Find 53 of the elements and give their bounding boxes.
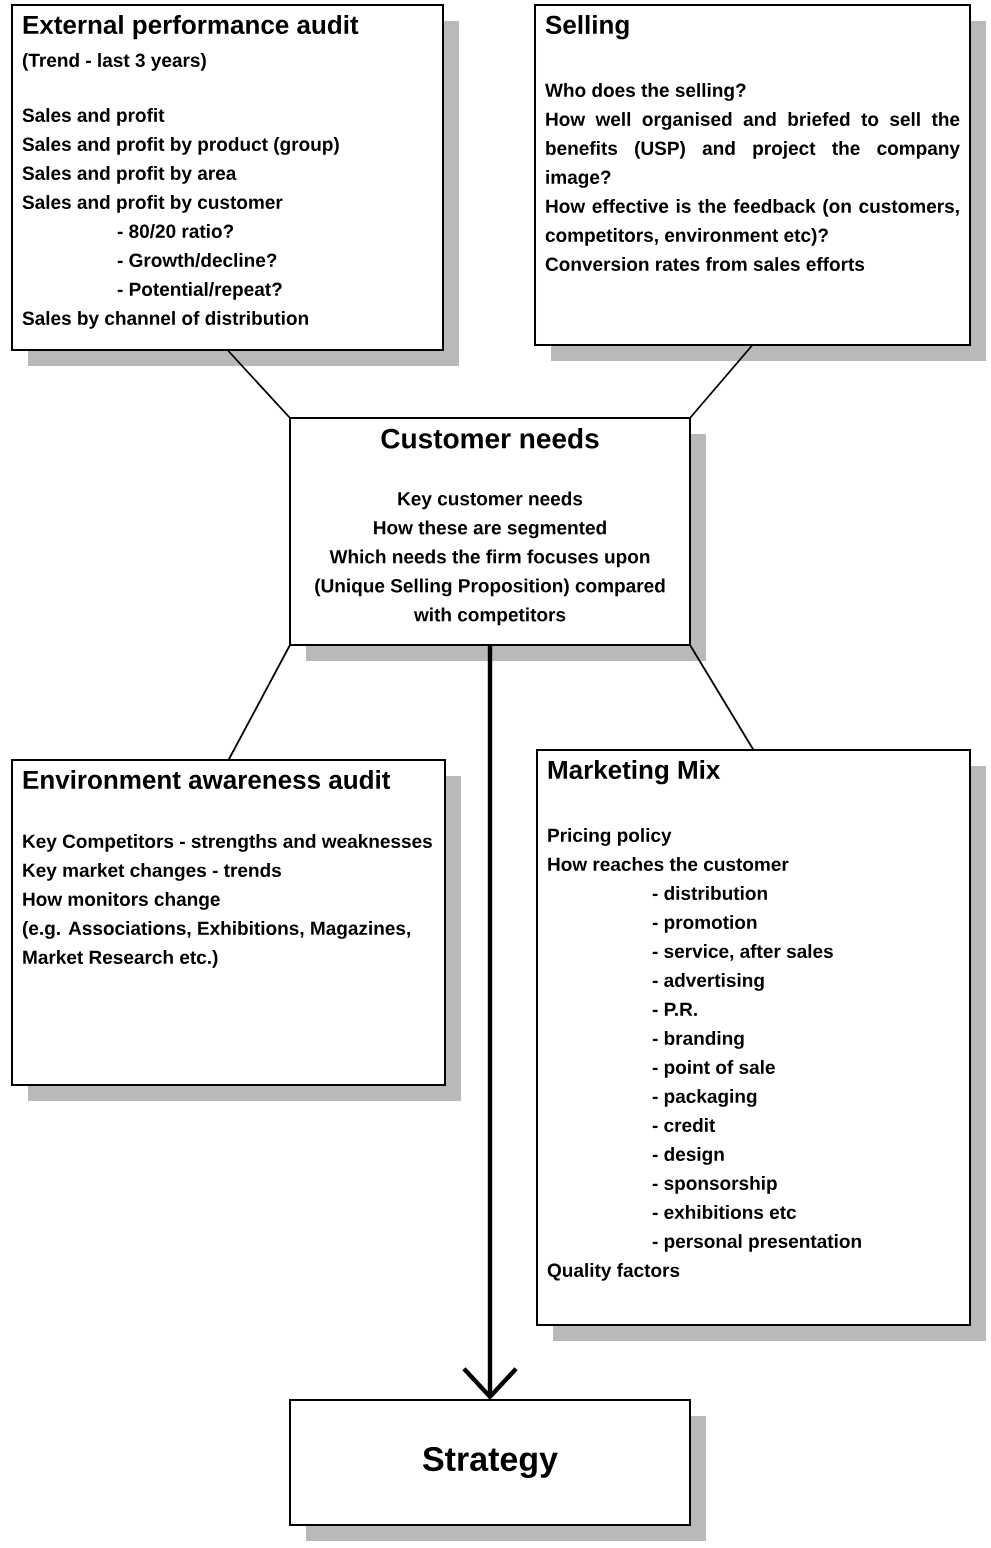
box-text: Sales by channel of distribution <box>22 311 308 329</box>
box-text: - Growth/decline? <box>117 253 277 268</box>
box-title: External performance audit <box>23 15 359 40</box>
box-text: - personal presentation <box>652 1234 861 1252</box>
box-text: Sales and profit by product (group) <box>22 137 339 155</box>
box-text: - exhibitions etc <box>652 1205 797 1220</box>
box-text: Sales and profit by area <box>22 166 237 184</box>
text-box <box>11 4 459 366</box>
box-title: Selling <box>545 15 629 40</box>
box-text: - promotion <box>652 915 757 933</box>
box-text: - branding <box>652 1031 744 1049</box>
box-text: (Trend - last 3 years) <box>22 53 206 71</box>
box-text: - point of sale <box>652 1060 775 1078</box>
box-text: How monitors change <box>23 892 220 910</box>
box-text: Which needs the firm focuses upon (Unique Selling Proposition) compared with competitors <box>315 549 665 626</box>
box-title: Marketing Mix <box>548 760 721 785</box>
box-text: Conversion rates from sales efforts <box>545 257 865 272</box>
box-text: Sales and profit by customer <box>22 195 283 213</box>
text-box <box>289 417 706 661</box>
box-text: How these are segmented <box>374 520 606 539</box>
text-box <box>11 759 461 1101</box>
text-box <box>289 1399 706 1541</box>
box-text: - service, after sales <box>652 944 833 961</box>
box-text: Pricing policy <box>548 828 672 846</box>
box-text: - P.R. <box>652 1002 697 1016</box>
box-text: (e.g. Associations, Exhibitions, Magazines, Market Research etc.) <box>22 921 410 968</box>
box-text: - credit <box>652 1118 716 1133</box>
box-title: Environment awareness audit <box>23 770 391 790</box>
box-text: Key customer needs <box>398 491 583 510</box>
box-text: - distribution <box>652 886 767 901</box>
box-text: - Potential/repeat? <box>117 282 282 300</box>
box-text: Sales and profit <box>22 108 165 126</box>
box-text: - advertising <box>652 973 764 991</box>
box-title: Customer needs <box>381 428 599 449</box>
box-text: - design <box>652 1147 724 1165</box>
box-text: How well organised and briefed to sell the benefits (USP) and project the company image? <box>546 112 960 188</box>
connector-line <box>462 645 518 1401</box>
connector-line <box>227 644 291 761</box>
box-text: - sponsorship <box>652 1176 777 1194</box>
box-text: Who does the selling? <box>545 83 746 101</box>
box-text: Key Competitors - strengths and weaknesses <box>23 834 432 852</box>
box-text: Quality factors <box>547 1263 680 1281</box>
connector-line <box>226 349 291 419</box>
box-text: How reaches the customer <box>548 857 789 872</box>
box-text: - packaging <box>652 1089 757 1107</box>
box-text: Key market changes - trends <box>23 863 281 881</box>
box-text: - 80/20 ratio? <box>117 224 234 239</box>
box-title: Strategy <box>422 1447 558 1478</box>
text-box <box>536 749 986 1341</box>
connector-line <box>689 644 755 751</box>
connector-line <box>689 344 754 419</box>
box-text: How effective is the feedback (on customers, competitors, environment etc)? <box>545 199 959 246</box>
text-box <box>534 4 986 361</box>
